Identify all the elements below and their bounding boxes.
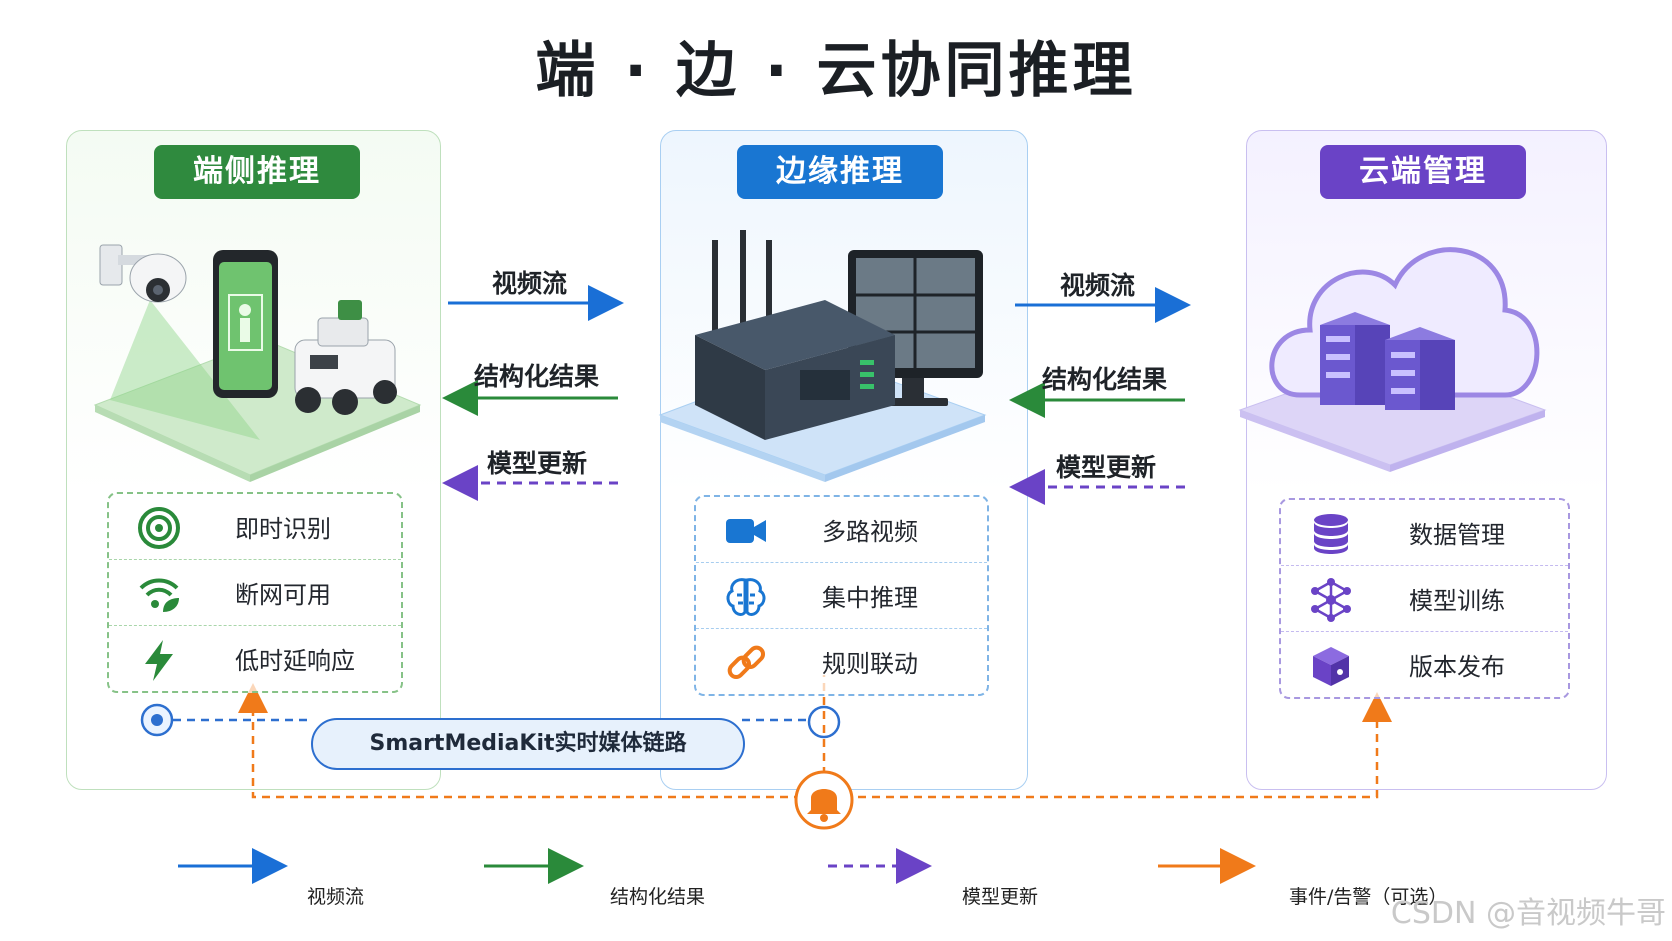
wifi-leaf-icon	[139, 578, 179, 612]
smartphone-icon	[213, 250, 278, 398]
list-item: 集中推理	[696, 562, 987, 628]
edge-feature-list: 多路视频 集中推理 规则联动	[694, 495, 989, 696]
device-badge: 端侧推理	[154, 145, 360, 199]
flow-label-model-right: 模型更新	[1056, 453, 1157, 482]
event-path-right	[844, 692, 1392, 799]
target-icon	[138, 507, 180, 549]
legend-label-result: 结构化结果	[610, 886, 706, 908]
lightning-icon	[145, 640, 173, 681]
cloud-badge: 云端管理	[1320, 145, 1526, 199]
list-item: 数据管理	[1281, 500, 1568, 565]
feature-label: 版本发布	[1409, 653, 1505, 681]
list-item: 即时识别	[109, 494, 401, 559]
list-item: 版本发布	[1281, 631, 1568, 697]
edge-illustration	[658, 230, 987, 482]
flow-label-result-left: 结构化结果	[474, 362, 600, 391]
legend-label-video: 视频流	[307, 886, 365, 908]
flow-label-result-right: 结构化结果	[1042, 365, 1168, 394]
event-path-left	[238, 683, 802, 799]
link-icon	[727, 645, 766, 680]
device-illustration	[93, 244, 422, 482]
feature-label: 断网可用	[235, 581, 331, 609]
device-feature-list: 即时识别 断网可用 低时延响应	[107, 492, 403, 693]
legend-label-model: 模型更新	[962, 886, 1039, 908]
security-camera-icon	[99, 244, 187, 303]
media-link-pill: SmartMediaKit实时媒体链路	[311, 718, 745, 770]
server-rack-icon	[1320, 312, 1455, 410]
cloud-illustration	[1238, 247, 1547, 472]
cube-icon	[1313, 647, 1349, 686]
list-item: 断网可用	[109, 559, 401, 625]
neural-network-icon	[1311, 578, 1351, 622]
feature-label: 数据管理	[1409, 521, 1505, 549]
feature-label: 多路视频	[822, 518, 918, 546]
patrol-robot-icon	[294, 300, 397, 415]
brain-icon	[726, 578, 766, 616]
list-item: 低时延响应	[109, 625, 401, 691]
feature-label: 集中推理	[822, 584, 918, 612]
edge-server-icon	[695, 230, 895, 440]
list-item: 模型训练	[1281, 565, 1568, 631]
page-title: 端 · 边 · 云协同推理	[535, 36, 1137, 106]
watermark: CSDN @音视频牛哥	[1390, 896, 1666, 931]
media-node-right	[807, 705, 841, 739]
feature-label: 低时延响应	[235, 647, 355, 675]
feature-label: 即时识别	[235, 515, 331, 543]
edge-badge: 边缘推理	[737, 145, 943, 199]
legend-label-event: 事件/告警（可选）	[1289, 886, 1448, 908]
video-camera-icon	[726, 519, 766, 543]
feature-label: 规则联动	[822, 650, 918, 678]
database-icon	[1314, 514, 1348, 554]
list-item: 多路视频	[696, 497, 987, 562]
cloud-feature-list: 数据管理 模型训练 版本发布	[1279, 498, 1570, 699]
flow-label-video-right: 视频流	[1060, 271, 1136, 300]
flow-label-video-left: 视频流	[492, 269, 568, 298]
list-item: 规则联动	[696, 628, 987, 694]
flow-label-model-left: 模型更新	[487, 449, 588, 478]
bell-icon	[794, 770, 854, 830]
feature-label: 模型训练	[1409, 587, 1505, 615]
